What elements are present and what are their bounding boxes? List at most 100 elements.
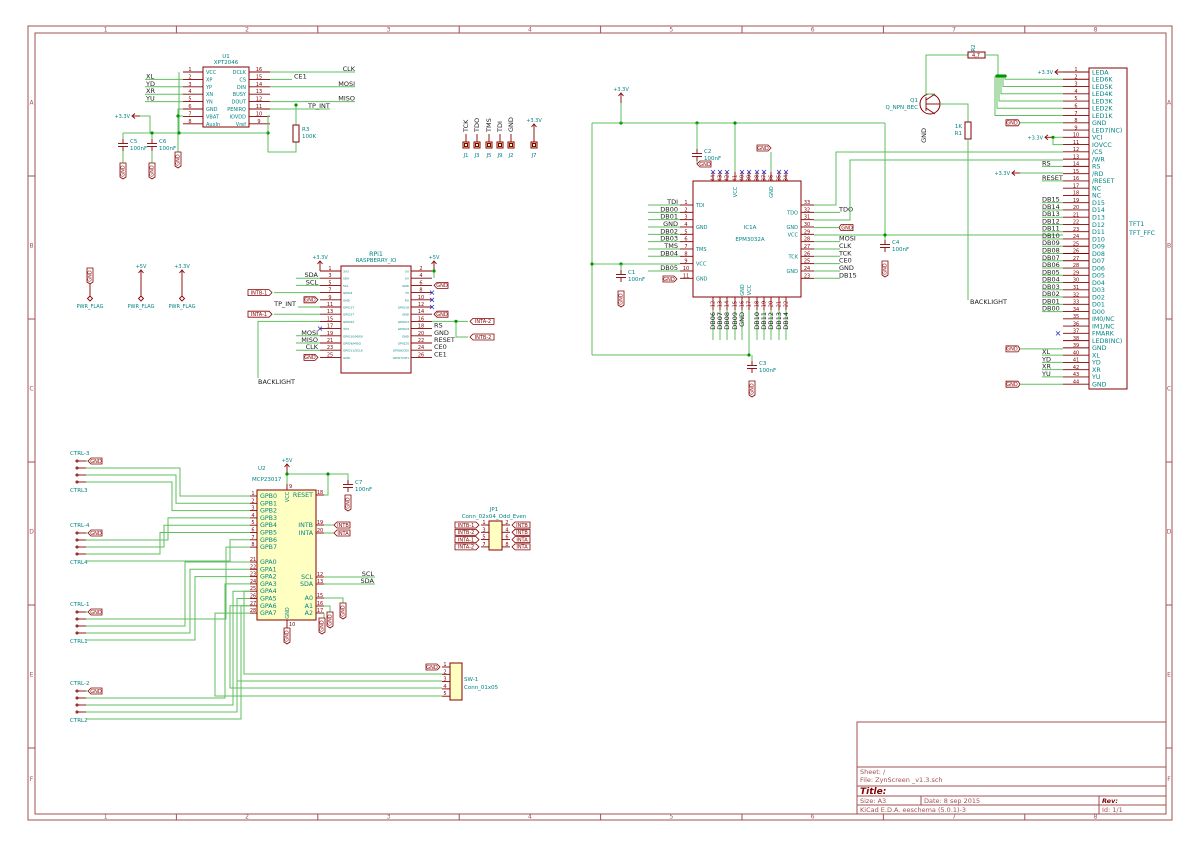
- power-arrow-icon: [531, 123, 537, 128]
- pin-number: 19: [327, 331, 333, 337]
- pin-number: 21: [250, 557, 256, 563]
- pin-name: /CS: [1092, 149, 1103, 156]
- pin-name: GPIO23: [398, 320, 409, 324]
- wire: [86, 532, 250, 555]
- global-label: [511, 536, 531, 543]
- wire: [996, 76, 1063, 109]
- pin-name: XL: [1092, 352, 1100, 359]
- pin-number: 24: [1073, 234, 1079, 240]
- no-connect-icon: [710, 169, 716, 175]
- pin-number: 12: [317, 572, 323, 578]
- pin-name: A2: [305, 610, 313, 617]
- header-pin-pad: [532, 143, 536, 147]
- net-label: YU: [1041, 370, 1051, 378]
- pin-name: A0: [305, 595, 313, 602]
- wire: [925, 54, 968, 95]
- pin-number: 15: [327, 316, 333, 322]
- net-label: XR: [1042, 363, 1051, 371]
- header-pin-pad: [498, 143, 502, 147]
- net-label: CE0: [434, 343, 447, 351]
- no-connect-icon: [746, 169, 752, 175]
- power-arrow-icon: [284, 463, 290, 468]
- global-label-text: GND: [90, 459, 102, 465]
- net-label: DB01: [1042, 297, 1060, 305]
- pin-number: 38: [755, 175, 761, 181]
- pin-number: 12: [711, 301, 717, 307]
- net-label: YD: [145, 80, 155, 88]
- wire: [243, 590, 442, 675]
- global-label-text: INTA-1: [458, 537, 474, 543]
- global-label-text: INTA-2: [458, 545, 474, 551]
- global-label: [696, 160, 712, 168]
- ctrl-ref: CTRL-3: [70, 451, 90, 457]
- pin-name: VBAT: [206, 114, 220, 120]
- header-ref: J7: [530, 153, 537, 159]
- pin-number: 13: [327, 309, 333, 315]
- connector-contact: [75, 552, 79, 556]
- gnd-label: [119, 162, 127, 180]
- wire: [140, 115, 151, 133]
- pin-name: LED6K: [1092, 77, 1113, 84]
- pin-number: 8: [684, 251, 687, 257]
- r3-body: [292, 124, 300, 143]
- pin-name: BUSY: [233, 92, 247, 98]
- capacitor-ref: C3: [759, 361, 767, 367]
- power-label: +3.3V: [312, 255, 328, 261]
- no-connect-icon: [776, 169, 782, 175]
- pin-name: LED1K: [1092, 113, 1113, 120]
- pin-number: 8: [188, 119, 191, 125]
- no-connect-icon: [717, 169, 723, 175]
- pin-number: 2: [251, 498, 254, 504]
- wire: [455, 322, 468, 338]
- pin-name: TDO: [786, 210, 798, 216]
- pin-number: 20: [769, 301, 775, 307]
- global-label: [333, 521, 351, 529]
- global-label-text: GND: [757, 146, 769, 152]
- net-label: SDA: [305, 271, 319, 279]
- gnd-label: [339, 602, 347, 620]
- pin-name: GPIO11/SCLK: [343, 349, 364, 353]
- pin-number: 9: [1074, 125, 1077, 131]
- net-label: TDI: [666, 198, 678, 206]
- pin-name: GPIO24: [398, 327, 409, 331]
- pin-name: GPIO17: [343, 306, 354, 310]
- pin-number: 23: [327, 345, 333, 351]
- connector-contact: [75, 617, 79, 621]
- wire: [86, 467, 250, 497]
- rpi-value: RASPBERRY_IO: [356, 258, 397, 264]
- pwr-flag-label: PWR_FLAG: [169, 304, 196, 310]
- net-label: MISO: [338, 95, 355, 103]
- jtag-net: TCK: [462, 119, 470, 133]
- no-connect-icon: [761, 169, 767, 175]
- pin-name: DCLK: [233, 70, 247, 76]
- pin-number: 7: [684, 244, 687, 250]
- pin-name: GPIO10/MOSI: [343, 334, 363, 338]
- net-label: RS: [1042, 159, 1051, 167]
- power-label: +5V: [136, 264, 147, 270]
- global-label: [469, 318, 495, 325]
- junction-dot: [326, 472, 330, 476]
- header-ref: J1: [462, 153, 468, 159]
- column-marker: 8: [1094, 27, 1098, 34]
- pin-name: GPB0: [260, 493, 277, 500]
- connector-contact: [75, 710, 79, 714]
- capacitor-ref: C5: [130, 139, 138, 145]
- sw1-ref: SW-1: [464, 677, 478, 683]
- pin-number: 2: [419, 266, 422, 272]
- gnd-text: GND: [88, 270, 94, 282]
- jtag-net: GND: [507, 117, 515, 132]
- pin-name: YD: [1091, 360, 1101, 367]
- pin-name: D01: [1092, 302, 1105, 309]
- pin-number: 44: [711, 175, 717, 181]
- net-label: CE0: [839, 257, 852, 265]
- connector-contact: [75, 545, 79, 549]
- pin-number: 19: [317, 520, 323, 526]
- gnd-label: [318, 617, 326, 635]
- pin-name: 5V: [405, 277, 410, 281]
- gnd-label: [283, 627, 291, 645]
- pwr-flag-label: PWR_FLAG: [128, 304, 155, 310]
- column-marker: 4: [528, 27, 532, 34]
- u1-body: [202, 66, 250, 128]
- pwr-flag-icon: [86, 295, 94, 302]
